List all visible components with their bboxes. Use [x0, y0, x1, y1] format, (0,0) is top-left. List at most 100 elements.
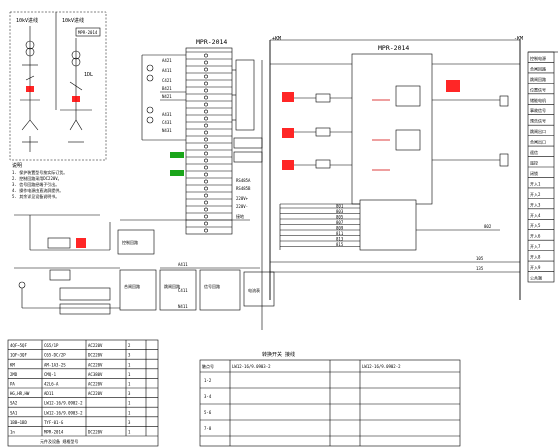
device-cell: 2MD — [10, 372, 18, 377]
legend-item: 开入1 — [530, 181, 541, 186]
device-cell: SA1 — [10, 410, 18, 415]
relay-title-right: MPR-2014 — [378, 44, 409, 52]
legend-item: 开入4 — [530, 213, 541, 218]
mid-bottom-term: N411 — [178, 304, 188, 309]
device-cell: 1 — [128, 372, 131, 377]
device-cell: 1 — [128, 382, 131, 387]
switch-table: 转换开关 接线 LW12-16/9.0903-2 LW12-16/9.0902-… — [199, 351, 461, 447]
relay-terminal-dot — [204, 102, 208, 107]
switch-mid-head: LW12-16/9.0903-2 — [232, 364, 271, 369]
device-cell: HG,HR,HW — [10, 391, 30, 396]
device-cell: AD11 — [44, 391, 54, 396]
legend-item: 开入9 — [530, 265, 541, 270]
device-cell: 3 — [128, 420, 131, 425]
legend-item: 公共端 — [530, 275, 542, 281]
device-cell: AC220V — [88, 343, 103, 348]
relay-terminal-dot — [204, 200, 208, 205]
relay-terminal-dot — [204, 151, 208, 156]
relay-terminal-dot — [204, 53, 208, 58]
bottom-line-label: 135 — [476, 266, 484, 271]
device-cell: TYF-01-G — [44, 420, 64, 425]
left-relay-block: MPR-2014 A421 A411 C421 B421 N421 A431 C… — [141, 38, 263, 235]
right-relay-block: +KM -KM MPR-2014 80180380580780981181381… — [269, 36, 523, 300]
relay-terminal-dot — [204, 165, 208, 170]
device-cell: 1 — [128, 362, 131, 367]
legend-item: 储能电机 — [530, 97, 546, 103]
relay-terminal-dot — [204, 60, 208, 65]
device-cell: AC220V — [88, 382, 103, 387]
device-cell: PA — [10, 382, 15, 387]
device-cell: MPR-2014 — [44, 430, 64, 435]
mid-mid-label: 合闸回路 — [124, 283, 140, 289]
mid-left-label: 控制回路 — [122, 239, 138, 245]
mini-mid: 1DL — [84, 72, 93, 78]
device-cell: DC220V — [88, 353, 103, 358]
device-cell: 1BB~1BD — [10, 420, 27, 425]
relay-terminal-dot — [204, 130, 208, 135]
note-line: 3. 信号回路经端子引出。 — [12, 181, 59, 187]
term-802: 802 — [484, 224, 492, 229]
device-cell: C65-DC/2P — [44, 353, 66, 358]
legend-item: 合闸出口 — [530, 139, 546, 145]
note-line: 4. 操作电源由直流屏提供。 — [12, 187, 63, 193]
bus-minus: -KM — [514, 36, 523, 42]
device-cell: CMQ-1 — [44, 372, 57, 377]
relay-terminal-dot — [204, 207, 208, 212]
device-cell: SA2 — [10, 401, 18, 406]
left-term: B421 — [162, 86, 172, 91]
device-cell: 2 — [128, 343, 131, 348]
device-cell: 1n — [10, 430, 15, 435]
device-cell: C65/1P — [44, 343, 59, 348]
legend-item: 开入3 — [530, 202, 541, 207]
left-small-circuits — [14, 214, 120, 315]
comm-label: RS485B — [236, 186, 251, 191]
device-cell: 4QF~5QF — [10, 343, 27, 348]
relay-terminal-dot — [204, 88, 208, 93]
device-cell: 3 — [128, 353, 131, 358]
device-cell: AC380V — [88, 372, 103, 377]
device-cell: DC220V — [88, 430, 103, 435]
left-term: N421 — [162, 94, 172, 99]
legend-item: 预告信号 — [530, 118, 546, 124]
device-cell: 42L6-A — [44, 382, 59, 387]
relay-terminal-dot — [204, 109, 208, 114]
mini-schematic: 10kV进线 10kV进线 MPR-2014 1DL — [9, 11, 107, 161]
switch-row-label: 5-6 — [204, 410, 212, 415]
mini-right-label: 10kV进线 — [62, 17, 84, 24]
right-legend: 控制电源合闸回路跳闸回路位置信号储能电机事故信号预告信号跳闸出口合闸出口遥信遥控… — [527, 51, 558, 283]
device-cell: 1 — [128, 401, 131, 406]
legend-item: 事故信号 — [530, 107, 546, 113]
left-term: A431 — [162, 112, 172, 117]
relay-terminal-dot — [204, 144, 208, 149]
legend-item: 闭锁 — [530, 170, 538, 176]
legend-item: 开入7 — [530, 244, 541, 249]
device-cell: 1QF~3QF — [10, 353, 27, 358]
switch-row-label: 1-2 — [204, 378, 212, 383]
relay-terminal-dot — [204, 137, 208, 142]
legend-item: 跳闸回路 — [530, 76, 546, 82]
bus-plus: +KM — [272, 36, 281, 42]
left-term: C421 — [162, 78, 172, 83]
relay-terminal-dot — [204, 158, 208, 163]
legend-item: 开入8 — [530, 255, 541, 260]
note-line: 2. 控制回路采用DC220V。 — [12, 175, 62, 181]
device-cell: AC220V — [88, 391, 103, 396]
device-cell: AC220V — [88, 362, 103, 367]
devices-table: 4QF~5QF C65/1P AC220V 2 1QF~3QF C65-DC/2P DC22… — [7, 339, 159, 447]
note-line: 5. 其余详见设备说明书。 — [12, 193, 59, 199]
switch-row-label: 3-4 — [204, 394, 212, 399]
left-term: A421 — [162, 58, 172, 63]
device-cell: KM — [10, 362, 15, 367]
right-terminal-label: 811 — [336, 231, 344, 236]
relay-terminal-dot — [204, 179, 208, 184]
relay-terminal-dot — [204, 214, 208, 219]
comm-label: 220V- — [236, 204, 248, 209]
relay-terminal-dot — [204, 74, 208, 79]
comm-label: 接地 — [236, 213, 244, 219]
relay-terminal-dot — [204, 81, 208, 86]
right-terminal-label: 805 — [336, 214, 344, 219]
left-term: A411 — [162, 68, 172, 73]
legend-item: 开入6 — [530, 234, 541, 239]
note-line: 1. 保护装置型号按实际订货。 — [12, 169, 67, 175]
